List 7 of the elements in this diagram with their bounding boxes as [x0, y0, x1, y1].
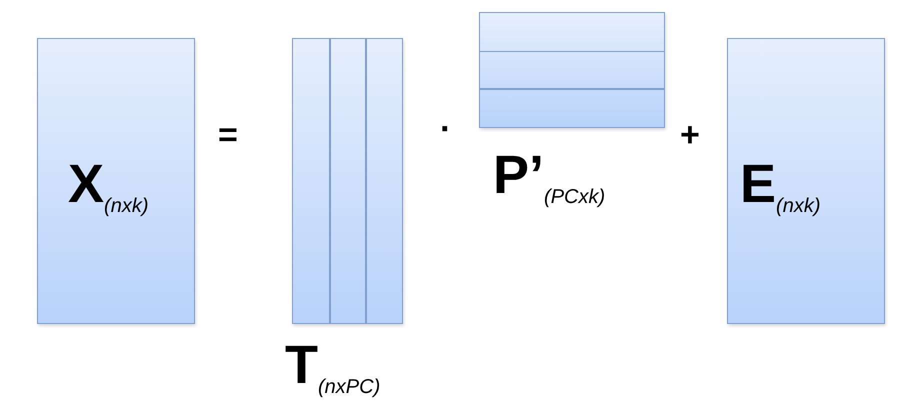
- matrix-label: E$_{(nxk)}$: [740, 157, 820, 216]
- matrix-label: T$_{(nxPC)}$: [285, 338, 380, 397]
- matrix-label: X$_{(nxk)}$: [68, 157, 148, 216]
- matrix-label: P’$_{(PCxk)}$: [493, 148, 606, 207]
- operator-symbol: +: [680, 118, 700, 152]
- operator-symbol: =: [218, 118, 238, 152]
- operator-symbol: ·: [440, 112, 452, 146]
